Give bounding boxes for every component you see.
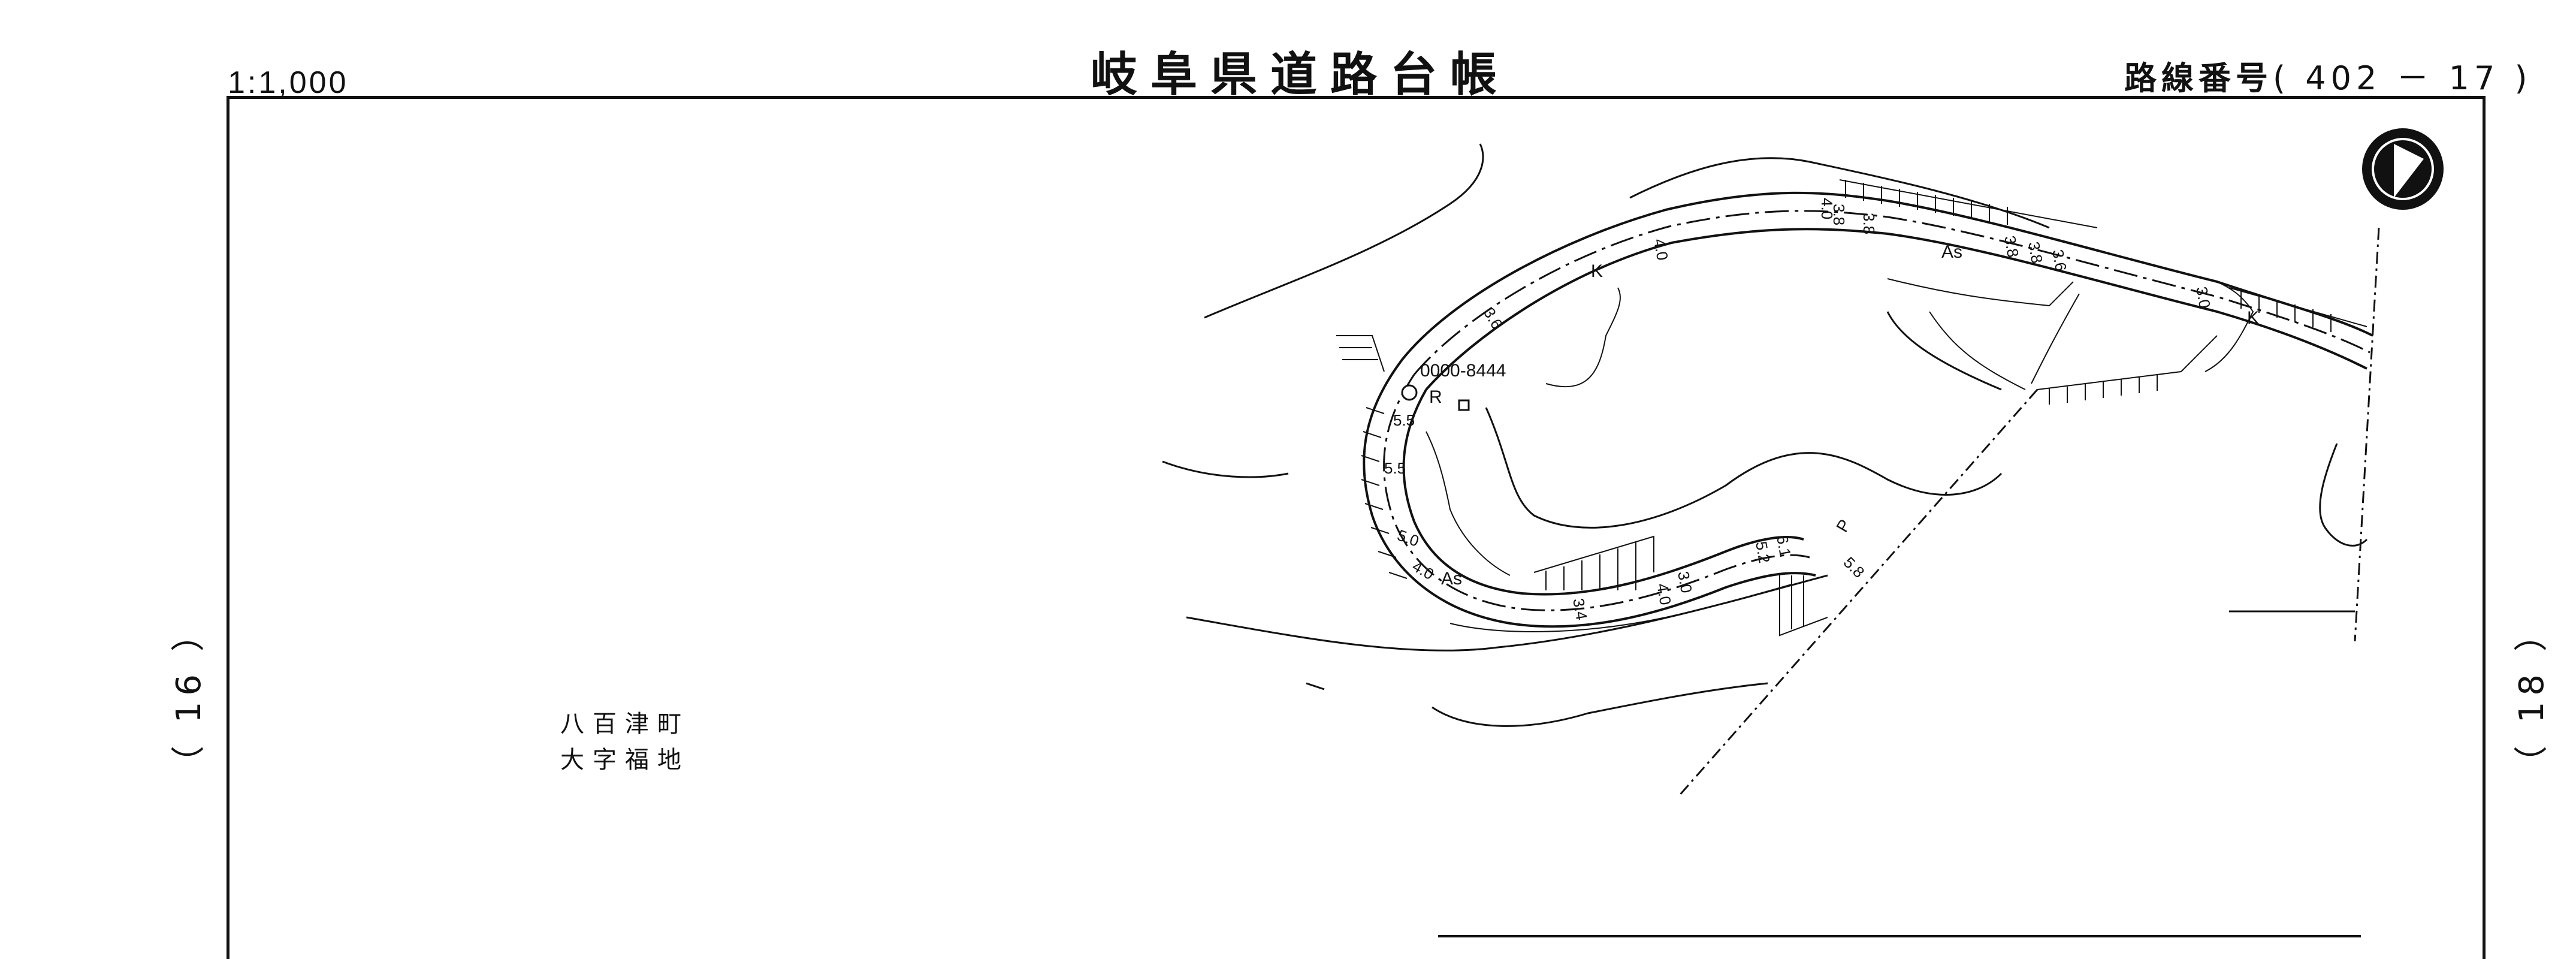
road-edge-outer bbox=[1401, 191, 2373, 361]
point-p-label: P bbox=[1832, 516, 1854, 535]
place-name-line2: 大字福地 bbox=[560, 746, 690, 774]
slope-hatch bbox=[1779, 575, 1828, 637]
slope-hatch bbox=[1545, 287, 1621, 388]
road-centerline bbox=[1383, 374, 1810, 611]
slope-hatch bbox=[1839, 179, 2098, 228]
slope-hatch bbox=[1533, 535, 1654, 590]
slope-hatch bbox=[1426, 431, 1511, 576]
contour-line bbox=[1629, 157, 2050, 229]
route-number-value: ( 402 － 17 ) bbox=[2273, 59, 2532, 97]
slope-hatch bbox=[1887, 278, 2074, 307]
slope-hatch bbox=[1361, 407, 1408, 579]
slope-hatch bbox=[1336, 335, 1385, 372]
slope-hatch bbox=[1449, 584, 1792, 632]
contour-line bbox=[1485, 407, 2003, 529]
width-label: 3.8 bbox=[2025, 240, 2046, 265]
curb-label: K bbox=[2247, 308, 2259, 328]
width-label: 5.5 bbox=[1393, 411, 1415, 429]
road-surface-label: As bbox=[1441, 569, 1462, 589]
contour-line bbox=[1432, 682, 1768, 727]
map-scale: 1:1,000 bbox=[228, 65, 349, 100]
slope-hatch bbox=[2228, 287, 2367, 332]
route-number-header: 路線番号( 402 － 17 ) bbox=[2124, 52, 2532, 99]
width-label: 3.6 bbox=[2049, 248, 2070, 273]
map-frame bbox=[227, 96, 2486, 959]
width-label: 3.8 bbox=[1860, 213, 1878, 234]
bench-mark-symbol bbox=[1401, 384, 1470, 411]
road-surface-label: As bbox=[1941, 242, 1962, 262]
curb-label: K bbox=[1591, 261, 1603, 281]
width-label: 4.0 bbox=[1653, 582, 1675, 607]
route-number-label: 路線番号 bbox=[2124, 59, 2273, 97]
place-name-line1: 八百津町 bbox=[560, 710, 690, 738]
slope-hatch bbox=[2204, 281, 2254, 372]
road-edge-outer bbox=[1363, 358, 1816, 628]
width-label: 3.0 bbox=[2193, 285, 2214, 310]
width-label: 5.5 bbox=[1384, 459, 1406, 477]
contour-line bbox=[1162, 460, 1289, 478]
width-label: 4.0 bbox=[1818, 198, 1836, 219]
contour-line bbox=[1204, 143, 1484, 319]
contour-line bbox=[2319, 443, 2368, 547]
north-arrow-icon bbox=[2362, 128, 2444, 210]
contour-line bbox=[1886, 311, 2002, 391]
boundary-line bbox=[2354, 227, 2380, 642]
road-edge-inner bbox=[1402, 389, 1804, 596]
width-label: 3.8 bbox=[2001, 234, 2022, 259]
width-label: 3.4 bbox=[1569, 597, 1591, 622]
width-label: 3.8 bbox=[1830, 204, 1848, 225]
width-label: 5.2 bbox=[1752, 540, 1774, 565]
bench-mark-label: 0000-8444 bbox=[1420, 361, 1506, 381]
width-label: 4.0 bbox=[1650, 237, 1672, 262]
page-title: 岐阜県道路台帳 bbox=[1091, 48, 1511, 102]
road-edge-inner bbox=[1425, 228, 2367, 391]
boundary-line bbox=[1677, 389, 2039, 798]
contour-line bbox=[1306, 682, 1325, 690]
slope-hatch bbox=[2037, 335, 2218, 405]
width-label: 5.8 bbox=[1840, 553, 1868, 581]
width-label: 6.1 bbox=[1773, 534, 1795, 559]
point-r-label: R bbox=[1429, 387, 1442, 407]
width-label: 3.6 bbox=[1480, 304, 1506, 332]
slope-hatch bbox=[1929, 293, 2080, 390]
width-label: 3.0 bbox=[1674, 570, 1696, 595]
